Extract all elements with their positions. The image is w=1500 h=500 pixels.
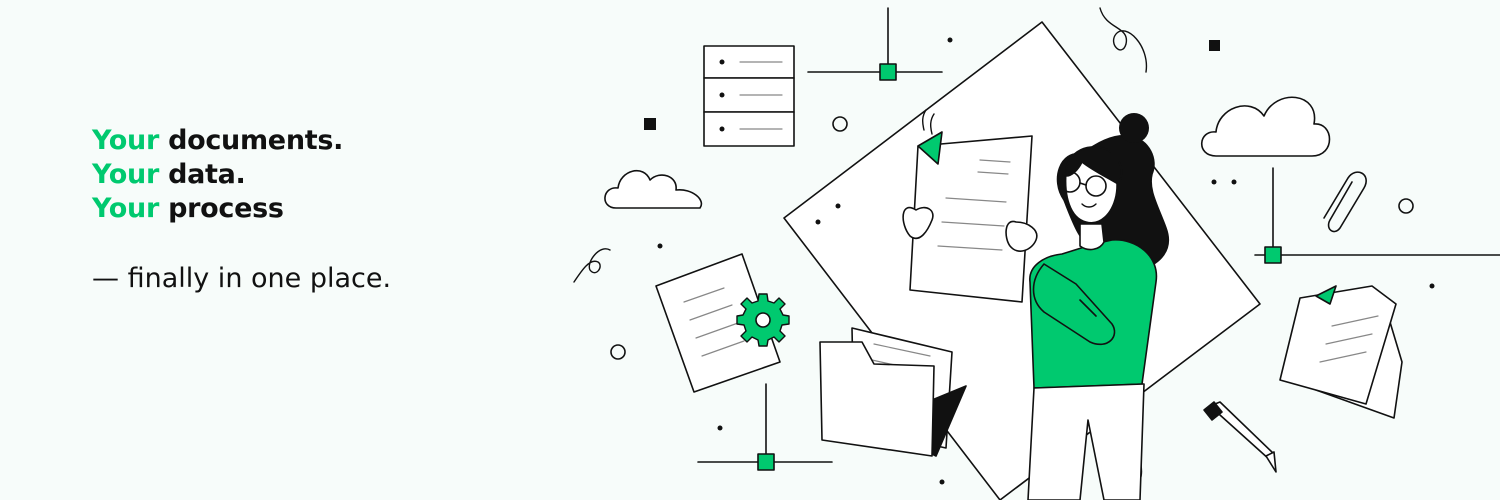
gear-icon xyxy=(736,293,790,347)
headline-text: documents. xyxy=(158,125,344,156)
headline-line-data: Your data. xyxy=(92,158,343,192)
network-node-icon xyxy=(807,7,943,81)
server-rack-icon xyxy=(703,45,795,147)
network-node-icon xyxy=(697,383,833,471)
paperclip-icon xyxy=(1323,171,1367,233)
document-icon xyxy=(655,253,781,393)
headline-text: process xyxy=(158,193,284,224)
cloud-icon xyxy=(604,169,703,209)
tagline: — finally in one place. xyxy=(92,263,392,294)
folder-icon xyxy=(819,327,967,457)
headline-line-documents: Your documents. xyxy=(92,124,343,158)
network-node-icon xyxy=(1254,167,1500,264)
headline-line-process: Your process xyxy=(92,192,343,226)
document-icon xyxy=(1279,285,1403,419)
headline-accent: Your xyxy=(92,159,159,190)
headline: Your documents. Your data. Your process xyxy=(92,124,343,226)
headline-accent: Your xyxy=(92,193,159,224)
cloud-icon xyxy=(1201,96,1331,157)
pencil-icon xyxy=(1203,401,1277,473)
woman-holding-document xyxy=(902,109,1170,500)
headline-text: data. xyxy=(158,159,246,190)
document-workflow-illustration xyxy=(573,7,1500,500)
headline-accent: Your xyxy=(92,125,159,156)
